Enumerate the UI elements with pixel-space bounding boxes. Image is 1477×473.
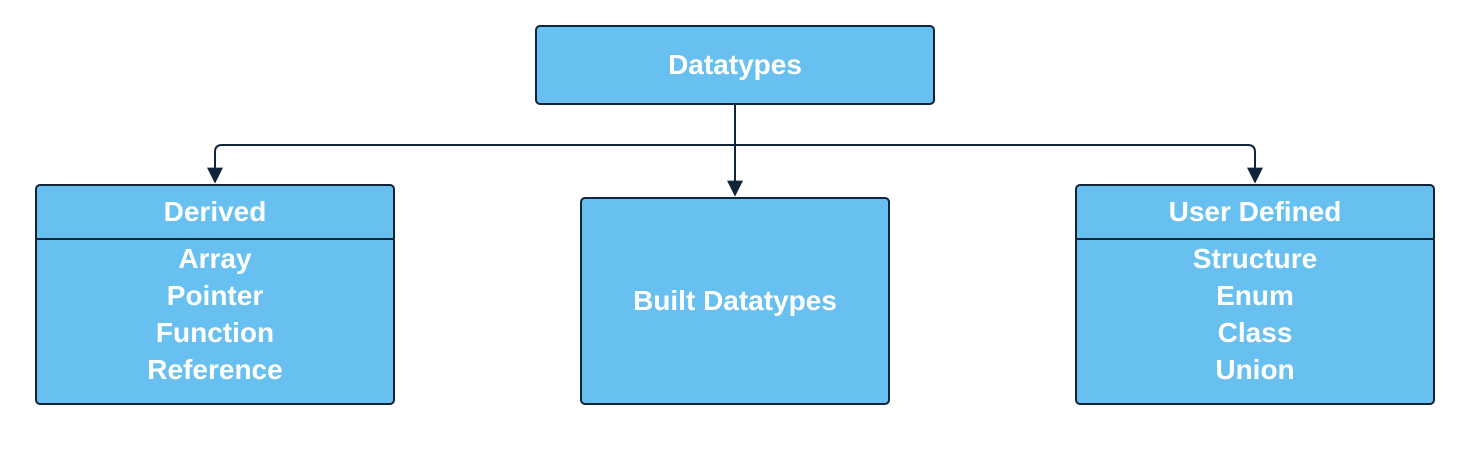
derived-item-pointer: Pointer bbox=[166, 280, 264, 311]
user-defined-title: User Defined bbox=[1168, 196, 1342, 227]
built-datatypes-label: Built Datatypes bbox=[633, 285, 837, 316]
built-datatypes-box: Built Datatypes bbox=[580, 197, 890, 405]
derived-item-reference: Reference bbox=[147, 354, 283, 385]
user-defined-header: User Defined bbox=[1077, 186, 1433, 240]
user-defined-item-union: Union bbox=[1215, 354, 1295, 385]
user-defined-item-class: Class bbox=[1217, 317, 1293, 348]
derived-item-function: Function bbox=[155, 317, 275, 348]
derived-item-array: Array bbox=[178, 243, 252, 274]
derived-box: Derived Array Pointer Function Reference bbox=[35, 184, 395, 405]
derived-header: Derived bbox=[37, 186, 393, 240]
user-defined-item-enum: Enum bbox=[1216, 280, 1294, 311]
derived-list: Array Pointer Function Reference bbox=[37, 240, 393, 408]
user-defined-list: Structure Enum Class Union bbox=[1077, 240, 1433, 408]
derived-title: Derived bbox=[163, 196, 267, 227]
user-defined-item-structure: Structure bbox=[1192, 243, 1318, 274]
datatypes-root-label: Datatypes bbox=[668, 49, 802, 80]
user-defined-box: User Defined Structure Enum Class Union bbox=[1075, 184, 1435, 405]
datatypes-root-box: Datatypes bbox=[535, 25, 935, 105]
